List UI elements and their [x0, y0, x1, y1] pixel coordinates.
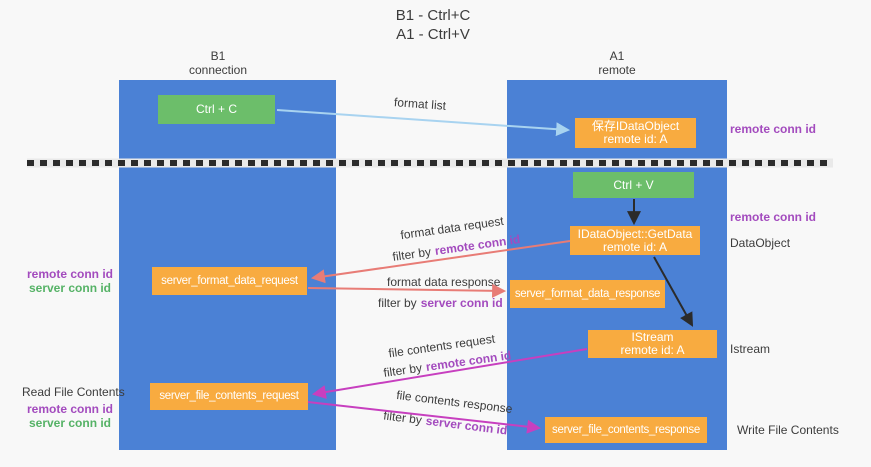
node-save-idataobject: 保存IDataObject remote id: A [575, 118, 696, 148]
annotation-read-file-contents: Read File Contents [22, 385, 125, 399]
label-format-list: format list [393, 95, 447, 113]
diagram-title-line2: A1 - Ctrl+V [396, 26, 470, 43]
node-save-idataobject-line2: remote id: A [603, 132, 668, 146]
node-server-format-data-response-label: server_format_data_response [514, 287, 661, 300]
annotation-server-conn-id-bottom-left: server conn id [28, 416, 112, 430]
node-idataobject-getdata: IDataObject::GetData remote id: A [570, 226, 700, 255]
lifeline-left-header: B1 connection [163, 49, 273, 77]
lifeline-right-header: A1 remote [562, 49, 672, 77]
lifeline-right-name: A1 [609, 49, 625, 63]
node-server-file-contents-request-label: server_file_contents_request [159, 390, 299, 402]
node-server-format-data-response: server_format_data_response [510, 280, 665, 308]
annotation-write-file-contents: Write File Contents [737, 423, 839, 437]
node-server-format-data-request: server_format_data_request [152, 267, 307, 295]
label-filter-format-response-key: server conn id [420, 296, 503, 310]
diagram-title-line1: B1 - Ctrl+C [395, 7, 471, 24]
node-save-idataobject-line1: 保存IDataObject [591, 119, 680, 133]
label-format-data-response: format data response [387, 275, 501, 289]
node-server-file-contents-response-label: server_file_contents_response [552, 423, 700, 436]
node-server-file-contents-response: server_file_contents_response [545, 417, 707, 443]
label-filter-file-request-prefix: filter by [382, 360, 423, 380]
lifeline-right-role: remote [598, 63, 636, 77]
annotation-remote-conn-id-top-right: remote conn id [730, 122, 817, 136]
annotation-istream: Istream [730, 342, 771, 356]
node-idataobject-getdata-line1: IDataObject::GetData [577, 226, 693, 241]
node-ctrl-c-label: Ctrl + C [195, 102, 237, 116]
lifeline-left-name: B1 [210, 49, 226, 63]
node-istream-line1: IStream [631, 330, 674, 344]
node-ctrl-c: Ctrl + C [158, 95, 275, 124]
lifeline-left-role: connection [188, 63, 248, 77]
label-filter-format-request-prefix: filter by [391, 244, 432, 264]
node-ctrl-v: Ctrl + V [573, 172, 694, 198]
label-filter-file-response-prefix: filter by [382, 408, 423, 428]
annotation-remote-conn-id-top-left: remote conn id [26, 267, 113, 281]
diagram-title: B1 - Ctrl+C A1 - Ctrl+V [328, 6, 538, 44]
node-idataobject-getdata-line2: remote id: A [602, 239, 668, 254]
label-filter-file-response-key: server conn id [424, 413, 509, 438]
annotation-server-conn-id-top-left: server conn id [28, 281, 112, 295]
label-filter-format-response-prefix: filter by [378, 296, 417, 310]
node-ctrl-v-label: Ctrl + V [613, 177, 654, 192]
annotation-remote-conn-id-mid-right: remote conn id [730, 210, 817, 224]
node-server-format-data-request-label: server_format_data_request [161, 274, 298, 287]
annotation-dataobject: DataObject [730, 236, 791, 250]
annotation-remote-conn-id-bottom-left: remote conn id [26, 402, 113, 416]
node-server-file-contents-request: server_file_contents_request [150, 383, 308, 410]
node-istream: IStream remote id: A [588, 330, 717, 358]
node-istream-line2: remote id: A [620, 343, 685, 357]
